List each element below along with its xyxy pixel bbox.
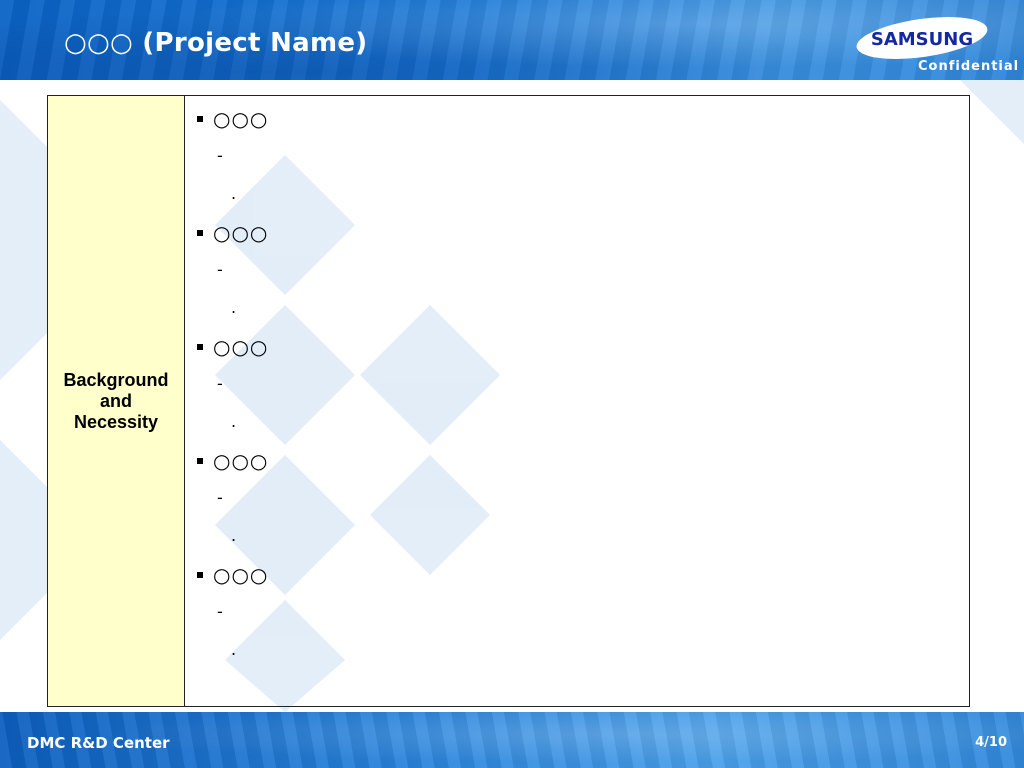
list-item: ○○○ - . (195, 220, 969, 334)
page-title: ○○○ (Project Name) (64, 28, 368, 58)
square-bullet-icon (197, 572, 203, 578)
list-item: ○○○ - . (195, 448, 969, 562)
square-bullet-icon (197, 344, 203, 350)
content-table: Background and Necessity ○○○ - . ○○○ - .… (47, 95, 970, 707)
footer-org: DMC R&D Center (27, 734, 170, 752)
row-label: Background and Necessity (63, 369, 169, 432)
sub-dash: - (217, 602, 223, 621)
sub-dot: . (231, 184, 237, 203)
header-band: ○○○ (Project Name) SAMSUNG Confidential (0, 0, 1024, 80)
bullet-text: ○○○ (213, 107, 269, 131)
confidential-label: Confidential (918, 59, 1020, 74)
bullet-text: ○○○ (213, 449, 269, 473)
sub-dot: . (231, 412, 237, 431)
square-bullet-icon (197, 458, 203, 464)
square-bullet-icon (197, 116, 203, 122)
page-number: 4/10 (975, 735, 1007, 750)
sub-dash: - (217, 374, 223, 393)
items-cell: ○○○ - . ○○○ - . ○○○ - . ○○○ (185, 96, 969, 706)
list-item: ○○○ - . (195, 562, 969, 676)
square-bullet-icon (197, 230, 203, 236)
row-label-cell: Background and Necessity (48, 96, 185, 706)
sub-dot: . (231, 640, 237, 659)
sub-dash: - (217, 260, 223, 279)
bullet-text: ○○○ (213, 563, 269, 587)
sub-dot: . (231, 298, 237, 317)
sub-dash: - (217, 488, 223, 507)
sub-dash: - (217, 146, 223, 165)
footer-band: DMC R&D Center 4/10 (0, 712, 1024, 768)
logo-text: SAMSUNG (871, 29, 973, 50)
bullet-text: ○○○ (213, 221, 269, 245)
bullet-text: ○○○ (213, 335, 269, 359)
list-item: ○○○ - . (195, 106, 969, 220)
sub-dot: . (231, 526, 237, 545)
samsung-logo-icon: SAMSUNG (854, 16, 990, 60)
background-diamond-pattern (0, 80, 1024, 712)
list-item: ○○○ - . (195, 334, 969, 448)
